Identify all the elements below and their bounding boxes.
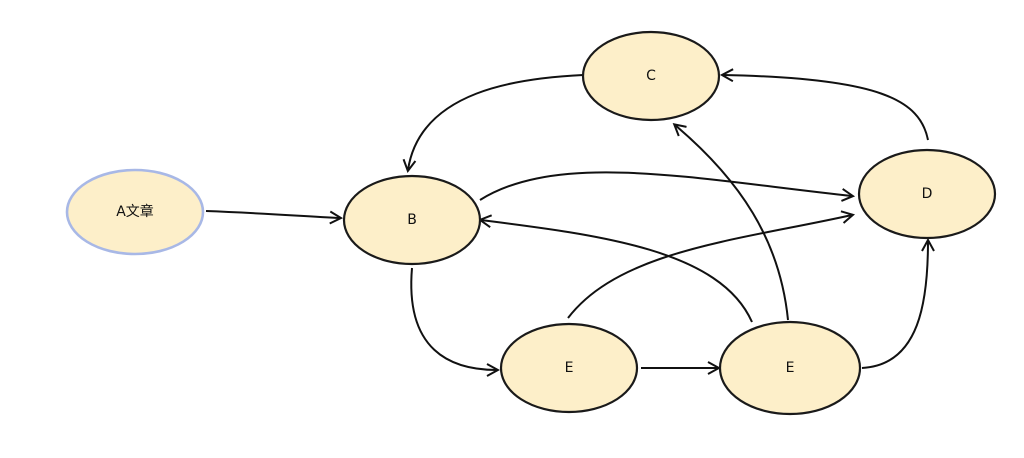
node-e-left: E (499, 322, 639, 414)
node-c-shape (581, 30, 721, 122)
edge-d-to-c (723, 75, 929, 141)
node-e-left-label: E (565, 360, 574, 376)
node-c: C (581, 30, 721, 122)
node-a-label: A文章 (116, 203, 154, 220)
node-e-right: E (718, 320, 862, 416)
node-d-label: D (922, 186, 933, 202)
node-d: D (857, 148, 997, 240)
edges (205, 74, 929, 370)
node-e-right-shape (718, 320, 862, 416)
edge-e-left-to-d (567, 215, 852, 319)
node-a: A文章 (65, 168, 205, 256)
edge-c-to-b (408, 74, 584, 170)
edge-e-right-to-b (481, 220, 753, 323)
node-a-shape (65, 168, 205, 256)
node-e-right-label: E (786, 360, 795, 376)
edge-e-right-to-c (675, 125, 789, 321)
edge-e-right-to-d (861, 241, 928, 369)
edge-b-to-e-left (410, 267, 497, 370)
node-c-label: C (646, 68, 656, 84)
node-d-shape (857, 148, 997, 240)
edge-b-to-d (479, 171, 852, 200)
node-e-left-shape (499, 322, 639, 414)
node-b-shape (342, 174, 482, 266)
node-b: B (342, 174, 482, 266)
edge-a-to-b (205, 210, 340, 218)
node-b-label: B (407, 212, 417, 228)
